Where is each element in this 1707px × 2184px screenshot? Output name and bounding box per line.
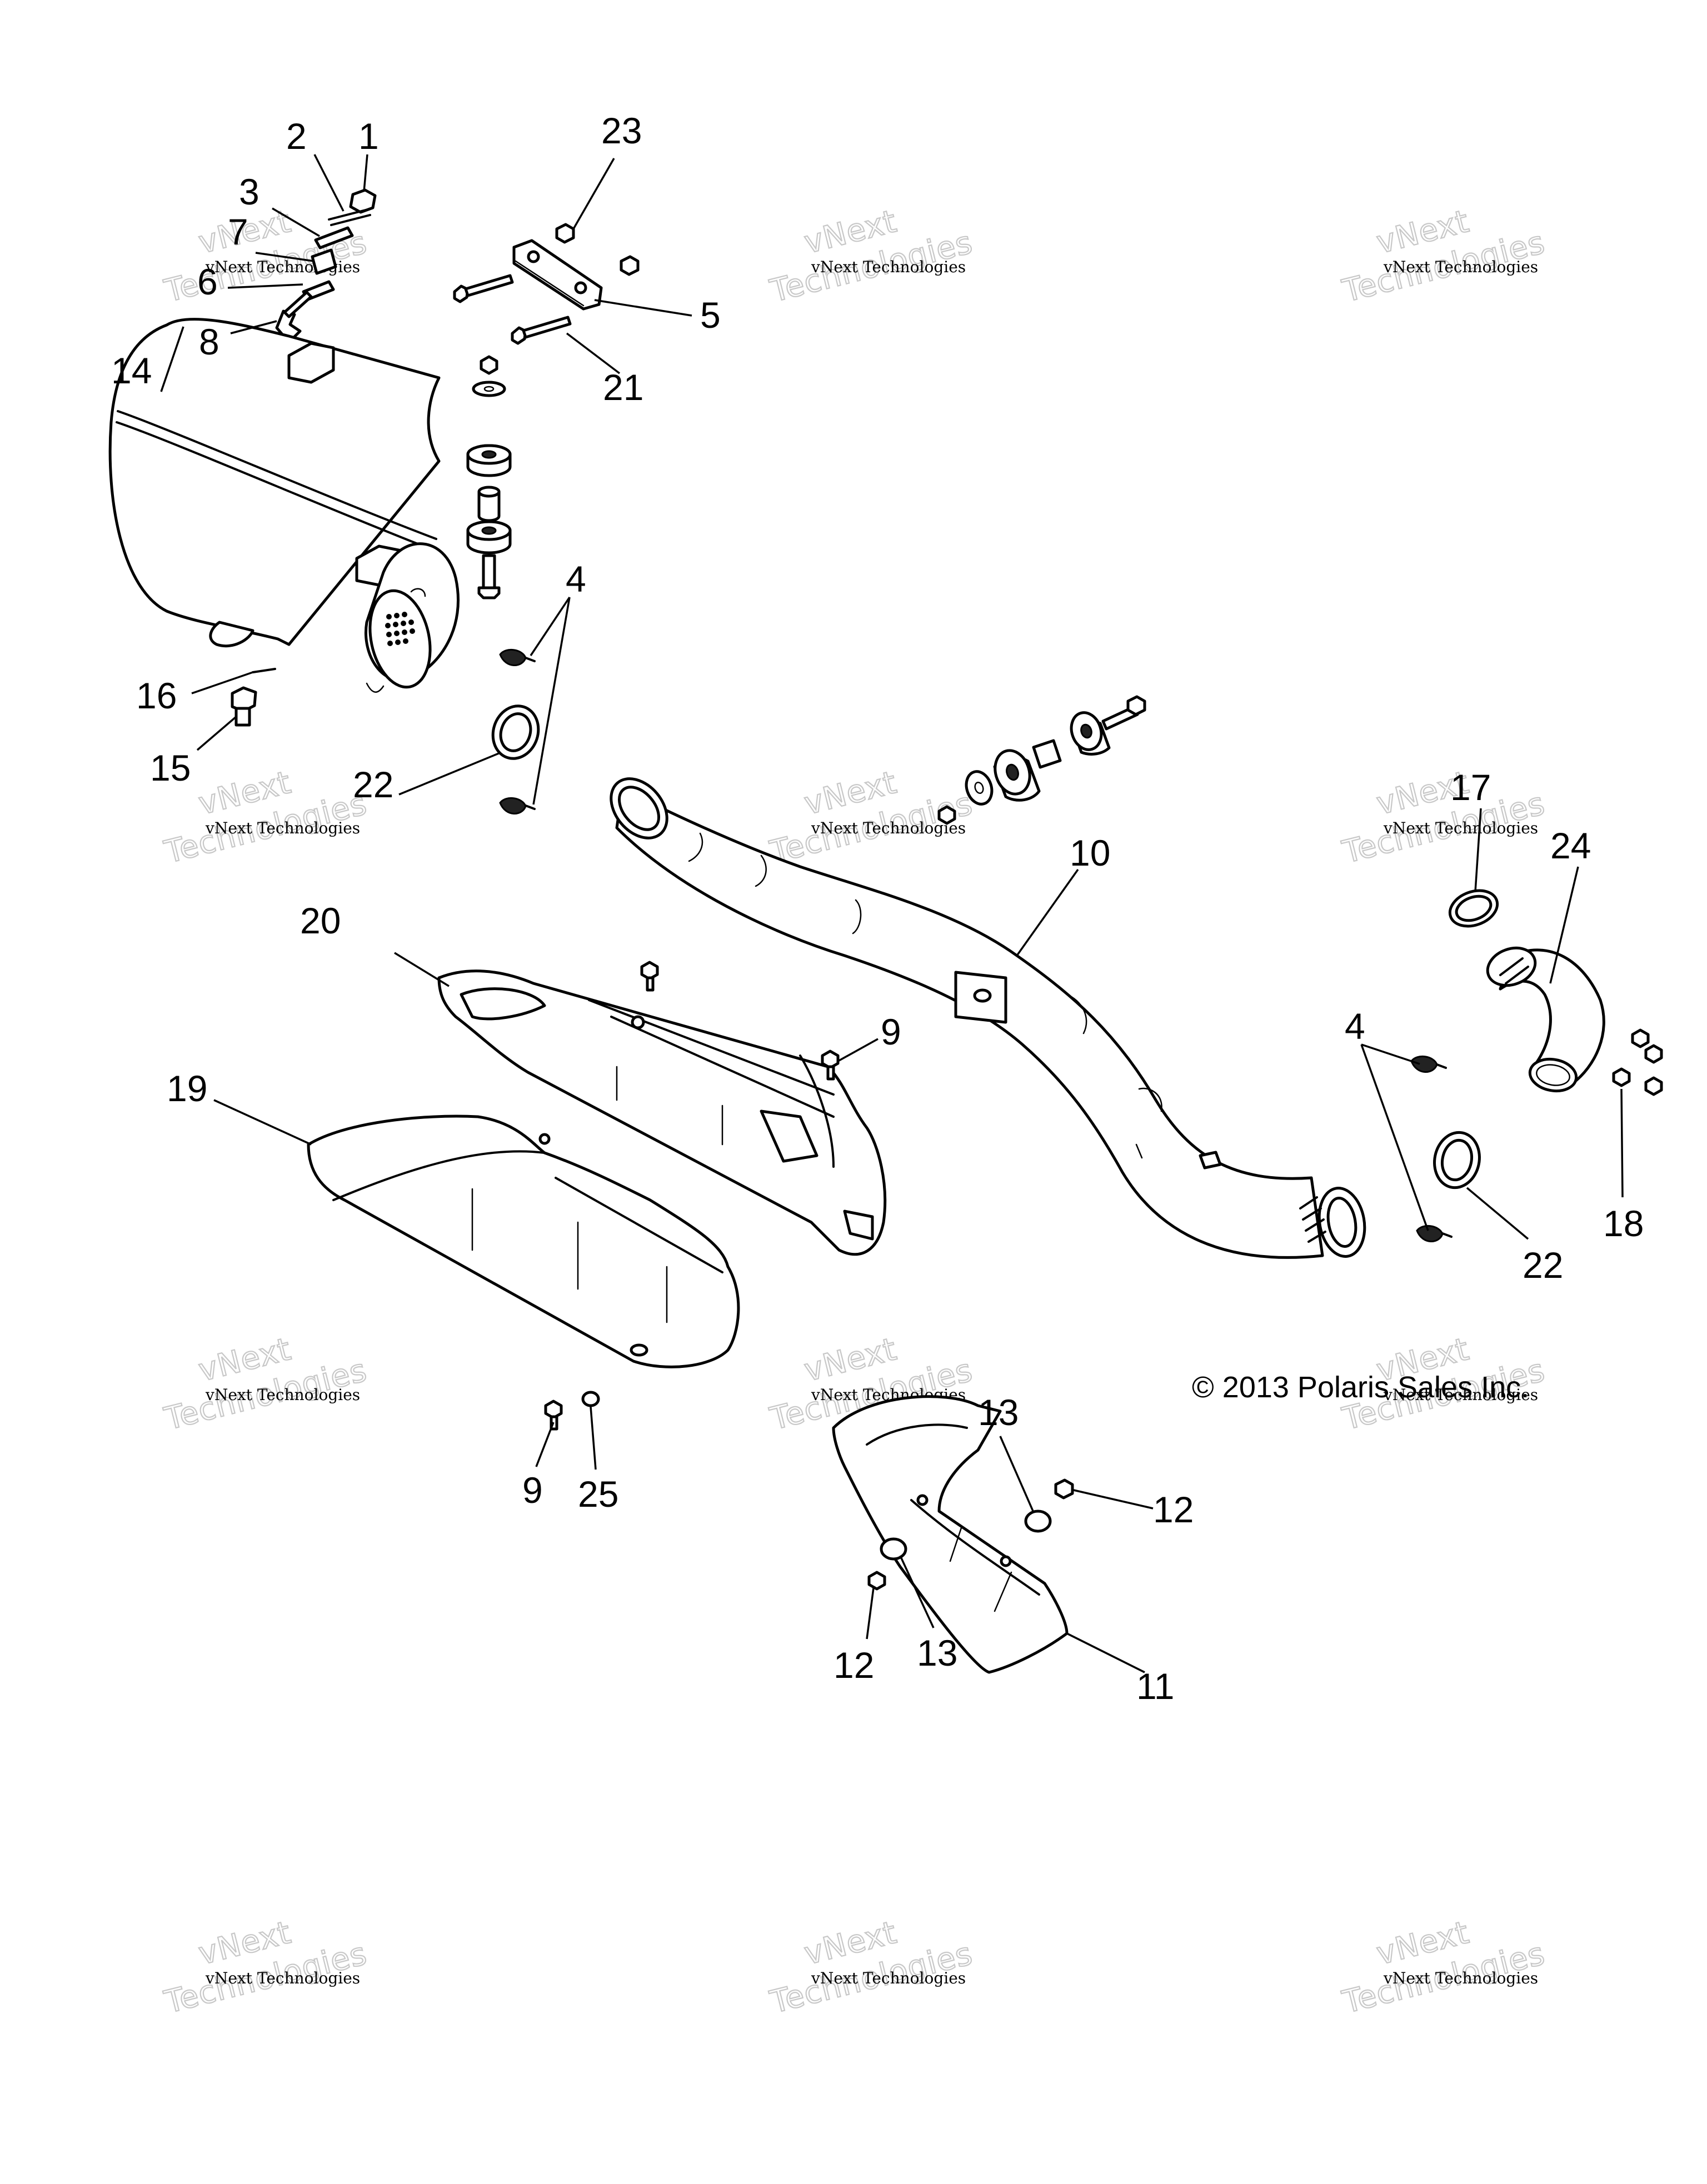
- callout-22-left: 22: [353, 764, 393, 805]
- part-20-heat-shield: [437, 969, 887, 1256]
- part-13-washer-lower: [880, 1537, 907, 1561]
- part-12-nut-upper: [1054, 1478, 1074, 1500]
- svg-text:vNext Technologies: vNext Technologies: [1383, 1386, 1538, 1404]
- callout-7: 7: [228, 211, 248, 252]
- copyright-notice: © 2013 Polaris Sales Inc.: [1192, 1371, 1529, 1404]
- bracket-bolt-upper: [453, 274, 514, 303]
- callout-9-upper: 9: [881, 1011, 901, 1052]
- part-25-washer: [581, 1391, 600, 1407]
- svg-text:vNext Technologies: vNext Technologies: [205, 1969, 360, 1987]
- pipe-mount-hardware: [937, 695, 1146, 825]
- part-3-washer: [314, 226, 354, 249]
- part-17-gasket: [1448, 889, 1499, 928]
- part-23-nut: [555, 223, 575, 244]
- part-4-spring-lower-right: [1416, 1225, 1453, 1242]
- svg-text:vNext Technologies: vNext Technologies: [811, 819, 966, 837]
- callout-15: 15: [150, 747, 191, 788]
- callout-18: 18: [1603, 1203, 1644, 1244]
- part-13-washer-upper: [1024, 1510, 1052, 1533]
- part-10-head-pipe: [610, 777, 1366, 1259]
- callout-10: 10: [1070, 832, 1110, 873]
- part-5-bracket: [512, 239, 603, 311]
- callout-8: 8: [199, 321, 219, 362]
- callout-13-lower: 13: [917, 1632, 957, 1673]
- svg-text:vNext Technologies: vNext Technologies: [811, 258, 966, 276]
- part-15-bolt: [231, 686, 257, 727]
- callout-1: 1: [358, 116, 379, 157]
- part-2-spring-clip: [328, 208, 371, 226]
- part-1-nut: [349, 188, 377, 214]
- part-18-bolts: [1612, 1028, 1663, 1096]
- callout-12-upper: 12: [1153, 1489, 1194, 1530]
- callout-labels: 1 2 3 7 6 8 23 5 21 14 4 16 15 22 10 17 …: [111, 110, 1644, 1707]
- part-14-muffler: [108, 318, 460, 693]
- part-9-screw-upper: [821, 1049, 840, 1081]
- callout-25: 25: [578, 1473, 618, 1515]
- mount-stack: [466, 355, 512, 599]
- callout-22-right: 22: [1523, 1245, 1563, 1286]
- callout-20: 20: [300, 900, 341, 941]
- callout-2: 2: [286, 116, 307, 157]
- part-12-nut-lower: [867, 1571, 886, 1591]
- callout-4-right: 4: [1345, 1006, 1365, 1047]
- part-4-spring-upper-left: [499, 648, 536, 666]
- part-19-heat-shield: [307, 1115, 740, 1368]
- svg-text:vNext Technologies: vNext Technologies: [205, 819, 360, 837]
- shield-screw-top: [640, 961, 659, 992]
- callout-24: 24: [1550, 825, 1591, 866]
- callout-5: 5: [700, 294, 721, 336]
- svg-text:vNext Technologies: vNext Technologies: [205, 1386, 360, 1404]
- part-22-gasket-left: [491, 704, 540, 760]
- svg-text:vNext Technologies: vNext Technologies: [811, 1969, 966, 1987]
- muffler-perforations: [385, 612, 415, 646]
- bracket-nut: [620, 255, 640, 276]
- callout-11: 11: [1136, 1666, 1175, 1707]
- callout-23: 23: [601, 110, 642, 151]
- svg-text:vNext Technologies: vNext Technologies: [1383, 258, 1538, 276]
- callout-16: 16: [136, 675, 177, 716]
- svg-text:vNext Technologies: vNext Technologies: [1383, 1969, 1538, 1987]
- callout-12-lower: 12: [833, 1645, 874, 1686]
- callout-17: 17: [1450, 767, 1491, 808]
- part-24-pipe-bend: [1486, 946, 1605, 1093]
- callout-4-left: 4: [566, 558, 586, 599]
- leader-lines: [160, 154, 1624, 1673]
- callout-21: 21: [603, 367, 643, 408]
- part-11-heat-shield: [832, 1395, 1069, 1674]
- callout-14: 14: [111, 350, 152, 391]
- svg-text:vNext Technologies: vNext Technologies: [1383, 819, 1538, 837]
- callout-9-lower: 9: [522, 1470, 543, 1511]
- callout-3: 3: [239, 171, 259, 212]
- callout-19: 19: [167, 1068, 207, 1109]
- part-16-pin: [252, 668, 276, 673]
- part-4-spring-lower-left: [499, 797, 536, 814]
- part-21-bolt: [511, 316, 572, 345]
- callout-6: 6: [197, 261, 218, 302]
- part-4-spring-upper-right: [1410, 1055, 1447, 1073]
- part-22-gasket-right: [1433, 1131, 1481, 1190]
- callout-13-upper: 13: [978, 1392, 1019, 1433]
- part-7-spacer: [311, 248, 337, 275]
